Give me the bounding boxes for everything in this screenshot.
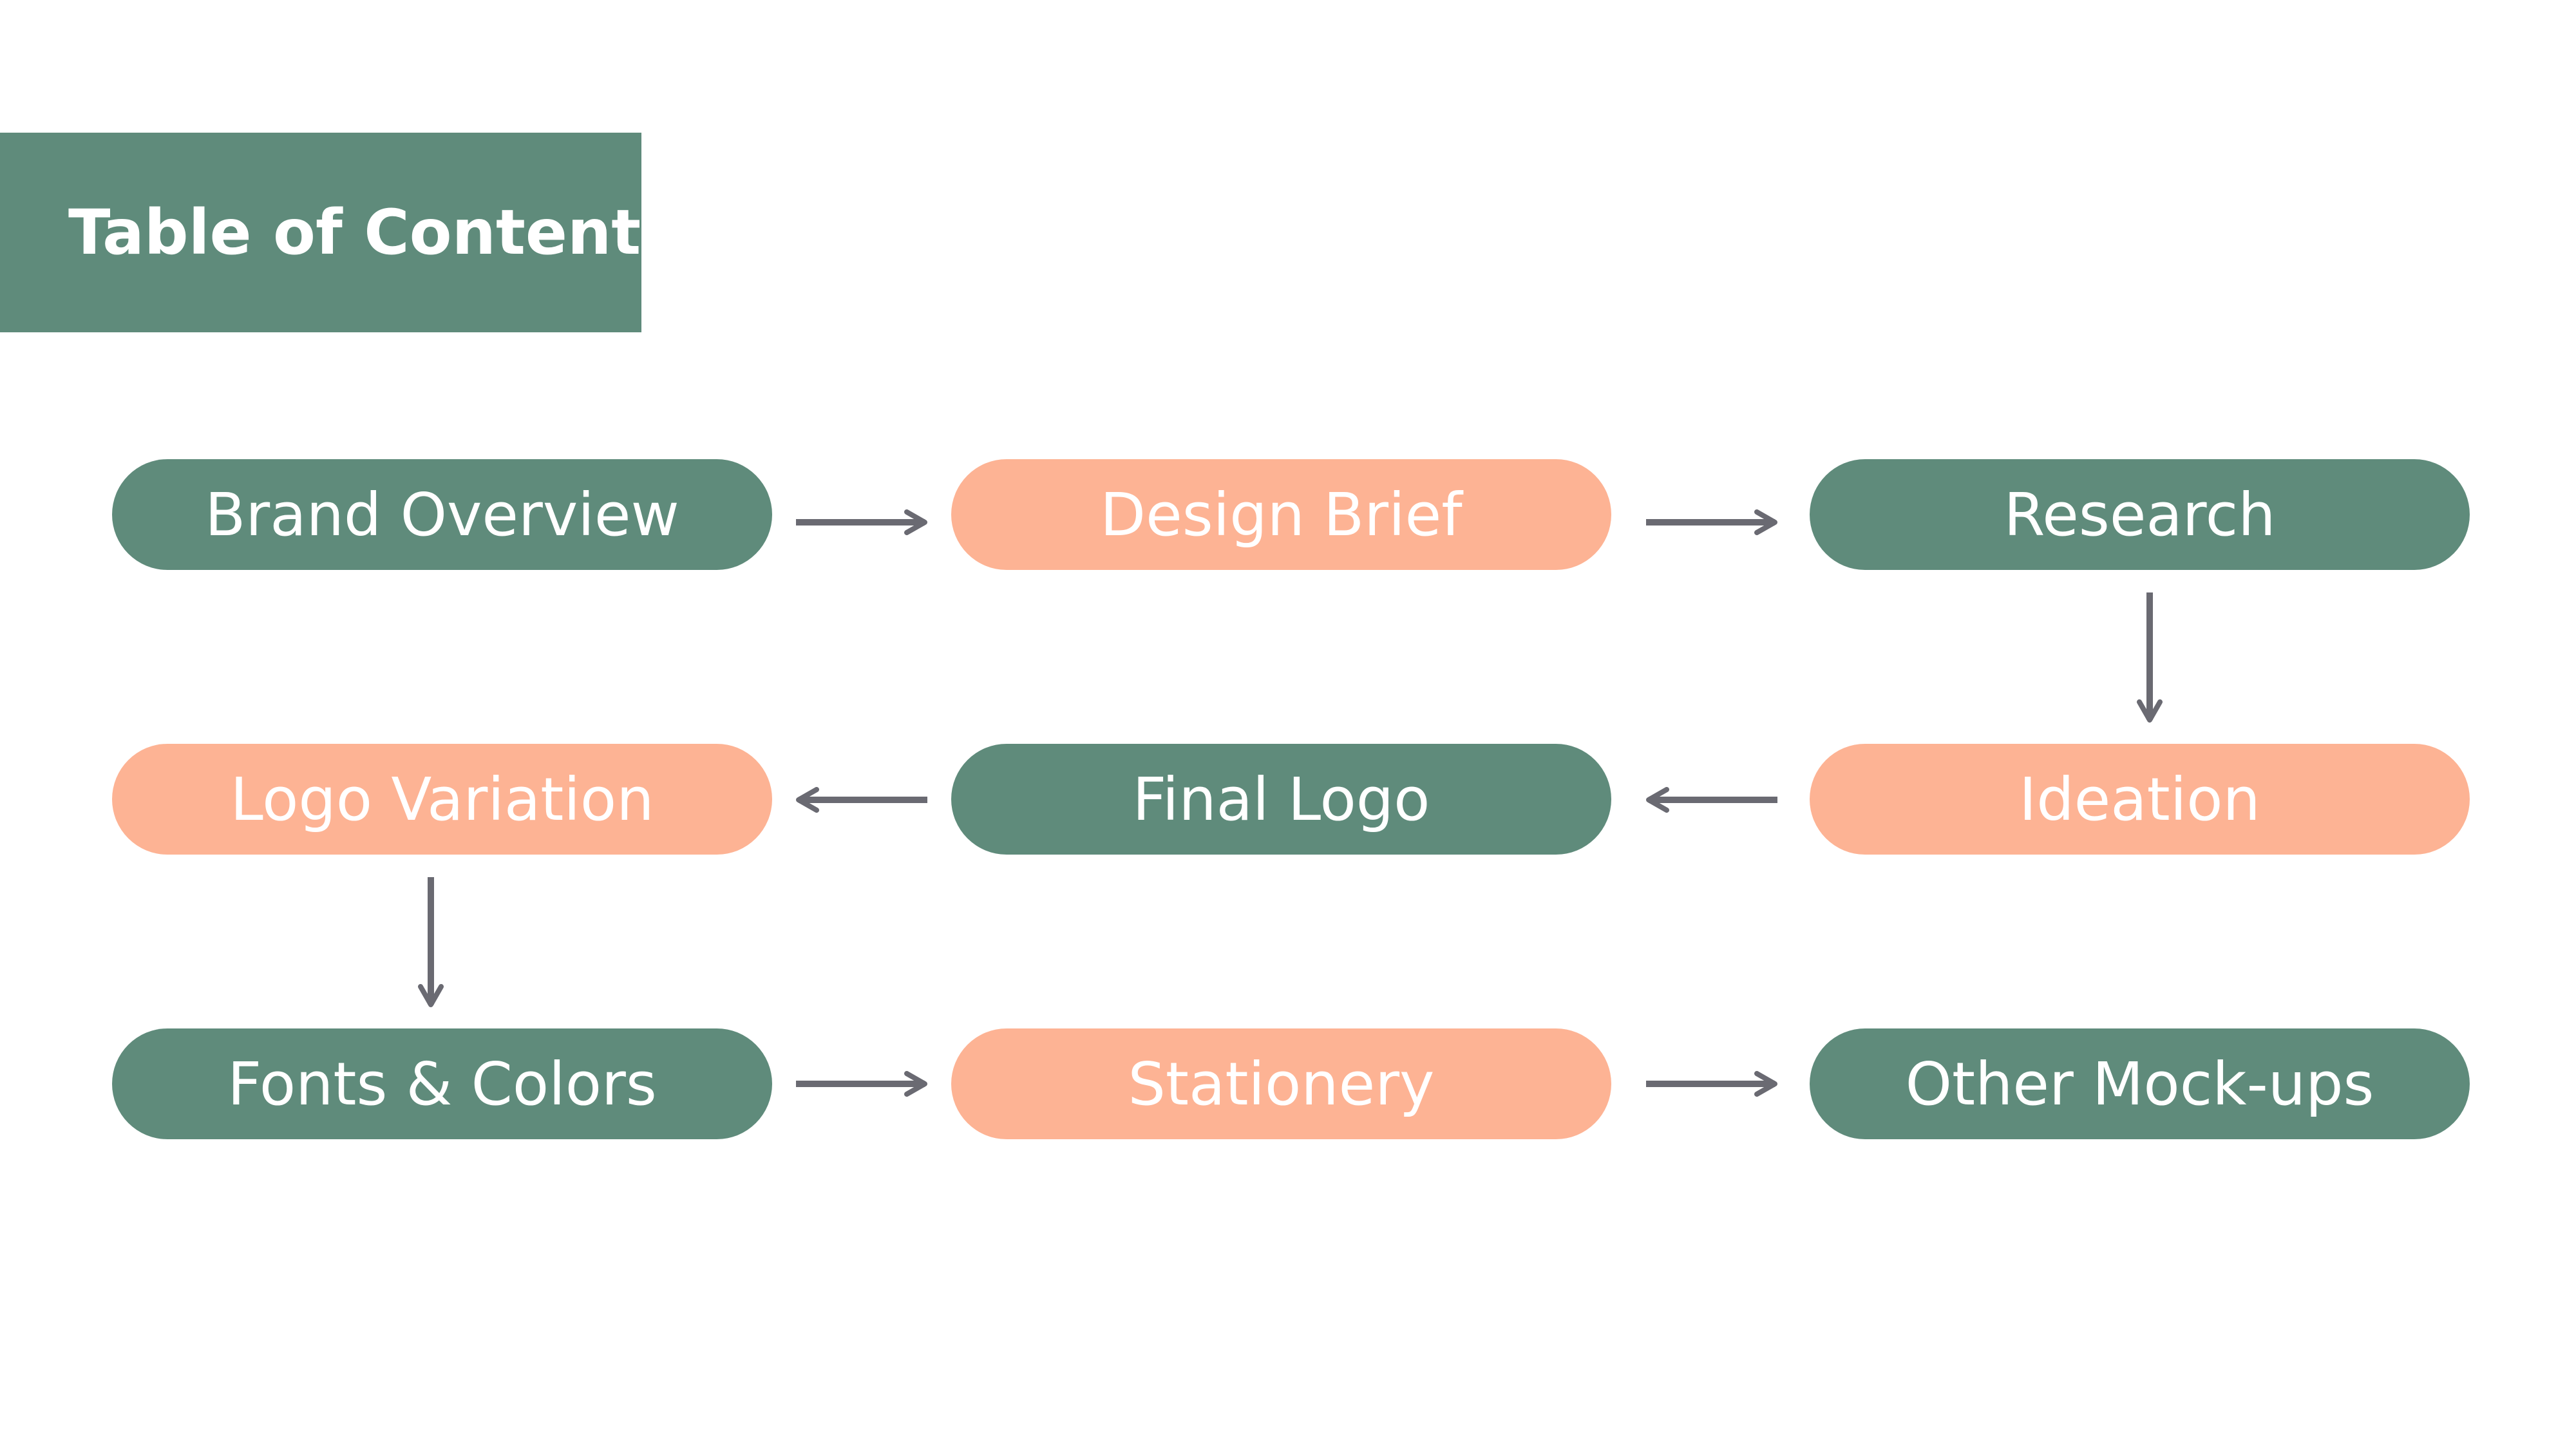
node-logo-variation[interactable]: Logo Variation [112, 744, 772, 855]
title-banner: Table of Content [0, 133, 641, 332]
node-final-logo[interactable]: Final Logo [951, 744, 1611, 855]
node-stationery[interactable]: Stationery [951, 1028, 1611, 1139]
node-ideation[interactable]: Ideation [1810, 744, 2470, 855]
node-label-design-brief: Design Brief [1100, 480, 1463, 549]
node-label-logo-variation: Logo Variation [230, 764, 654, 834]
node-label-research: Research [2003, 480, 2276, 549]
node-label-fonts-colors: Fonts & Colors [227, 1049, 657, 1119]
node-brand-overview[interactable]: Brand Overview [112, 459, 772, 570]
node-fonts-colors[interactable]: Fonts & Colors [112, 1028, 772, 1139]
node-research[interactable]: Research [1810, 459, 2470, 570]
node-label-final-logo: Final Logo [1132, 764, 1430, 834]
node-label-stationery: Stationery [1128, 1049, 1435, 1119]
node-label-other-mockups: Other Mock-ups [1905, 1049, 2374, 1119]
page-title: Table of Content [68, 196, 641, 269]
node-other-mockups[interactable]: Other Mock-ups [1810, 1028, 2470, 1139]
node-label-brand-overview: Brand Overview [205, 480, 679, 549]
node-label-ideation: Ideation [2019, 764, 2260, 834]
node-design-brief[interactable]: Design Brief [951, 459, 1611, 570]
